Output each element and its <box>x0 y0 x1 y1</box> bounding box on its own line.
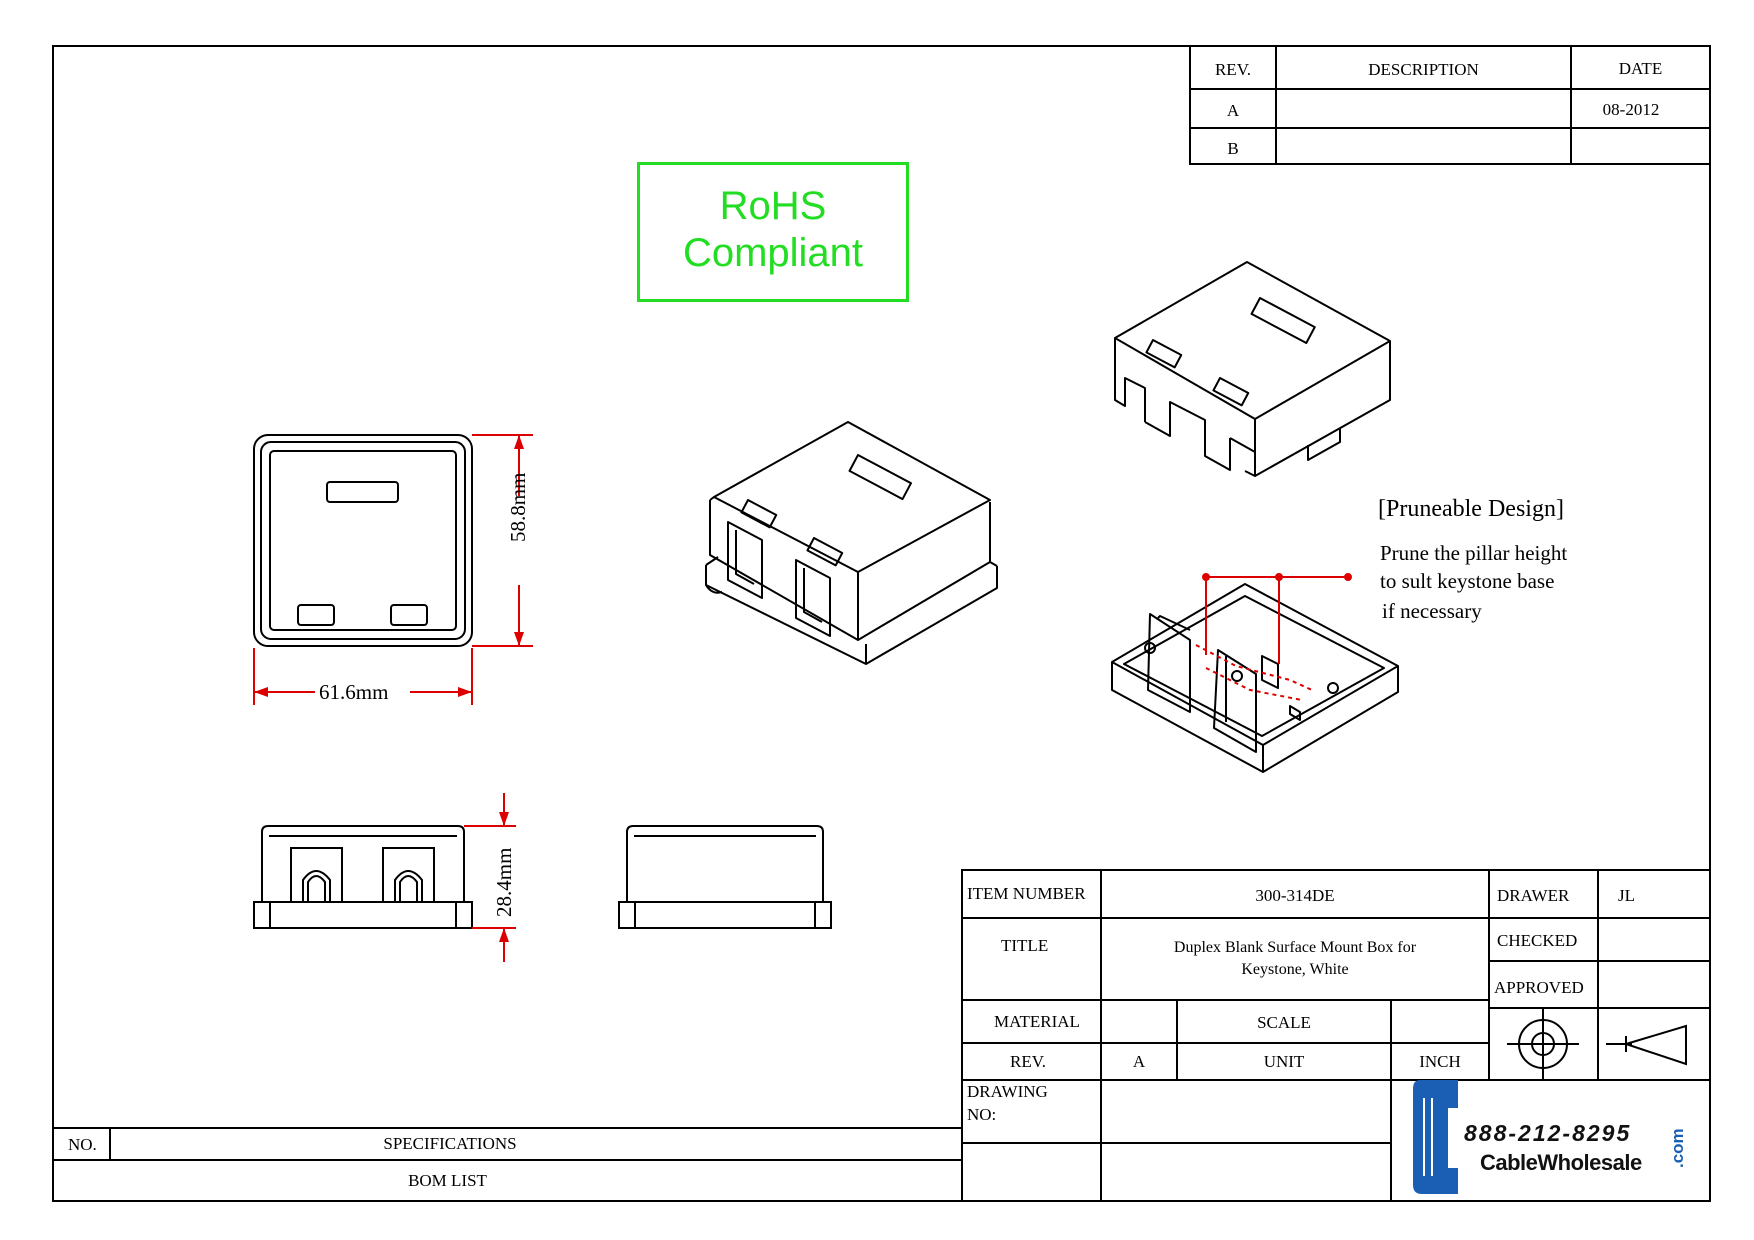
rev-value: A <box>1132 1052 1146 1071</box>
rohs-compliant-badge: RoHS Compliant <box>637 162 909 302</box>
no-label: NO. <box>68 1135 97 1154</box>
side-view <box>618 825 832 929</box>
title-value-line-1: Duplex Blank Surface Mount Box for <box>1173 939 1417 956</box>
logo-com-suffix: .com <box>1668 1128 1687 1168</box>
rohs-line-1: RoHS <box>719 184 827 228</box>
title-label: TITLE <box>1001 936 1049 955</box>
drawer-value: JL <box>1618 886 1635 905</box>
projection-symbol <box>1507 1008 1687 1080</box>
iso-view-cover <box>1114 261 1391 477</box>
iso-view-assembled <box>705 421 998 665</box>
rev-row-a-date: 08-2012 <box>1602 100 1660 119</box>
checked-label: CHECKED <box>1497 931 1578 950</box>
top-view <box>253 434 473 647</box>
iso-view-base <box>1111 583 1399 773</box>
scale-label: SCALE <box>1257 1013 1311 1032</box>
rev-label: REV. <box>1010 1052 1047 1071</box>
logo-name: CableWholesale <box>1480 1150 1642 1175</box>
revision-table-grid <box>1189 45 1711 165</box>
prune-note-line-3: if necessary <box>1382 599 1482 623</box>
pruneable-design-heading: [Pruneable Design] <box>1378 496 1564 522</box>
prune-indicator-lines <box>1195 573 1352 701</box>
material-label: MATERIAL <box>994 1012 1080 1031</box>
logo-phone: 888-212-8295 <box>1464 1120 1632 1146</box>
item-number-value: 300-314DE <box>1255 886 1335 905</box>
title-value-line-2: Keystone, White <box>1241 961 1349 978</box>
rev-header: REV. <box>1214 60 1252 79</box>
spec-table-grid <box>53 1127 962 1161</box>
prune-note-line-1: Prune the pillar height <box>1380 541 1568 565</box>
approved-label: APPROVED <box>1494 978 1584 997</box>
rev-row-b: B <box>1227 139 1239 158</box>
depth-dimension-label: 58.8mm <box>506 472 530 542</box>
bom-list-label: BOM LIST <box>408 1171 487 1190</box>
drawer-label: DRAWER <box>1497 886 1570 905</box>
rev-row-a: A <box>1226 101 1240 120</box>
date-header: DATE <box>1618 59 1663 78</box>
drawing-no-label-1: DRAWING <box>967 1082 1048 1101</box>
description-header: DESCRIPTION <box>1368 60 1479 79</box>
unit-value: INCH <box>1419 1052 1461 1071</box>
rohs-line-2: Compliant <box>682 231 864 275</box>
item-number-label: ITEM NUMBER <box>967 884 1086 903</box>
dimension-lines <box>253 434 533 962</box>
prune-note-line-2: to sult keystone base <box>1380 569 1555 593</box>
width-dimension-label: 61.6mm <box>319 680 389 704</box>
unit-label: UNIT <box>1263 1052 1305 1071</box>
title-block-grid <box>961 869 1711 1202</box>
front-view <box>253 825 473 929</box>
logo-mark <box>1413 1080 1458 1194</box>
height-dimension-label: 28.4mm <box>492 847 516 917</box>
specifications-label: SPECIFICATIONS <box>383 1134 517 1153</box>
sheet-border <box>52 45 1711 1202</box>
drawing-no-label-2: NO: <box>967 1105 997 1124</box>
